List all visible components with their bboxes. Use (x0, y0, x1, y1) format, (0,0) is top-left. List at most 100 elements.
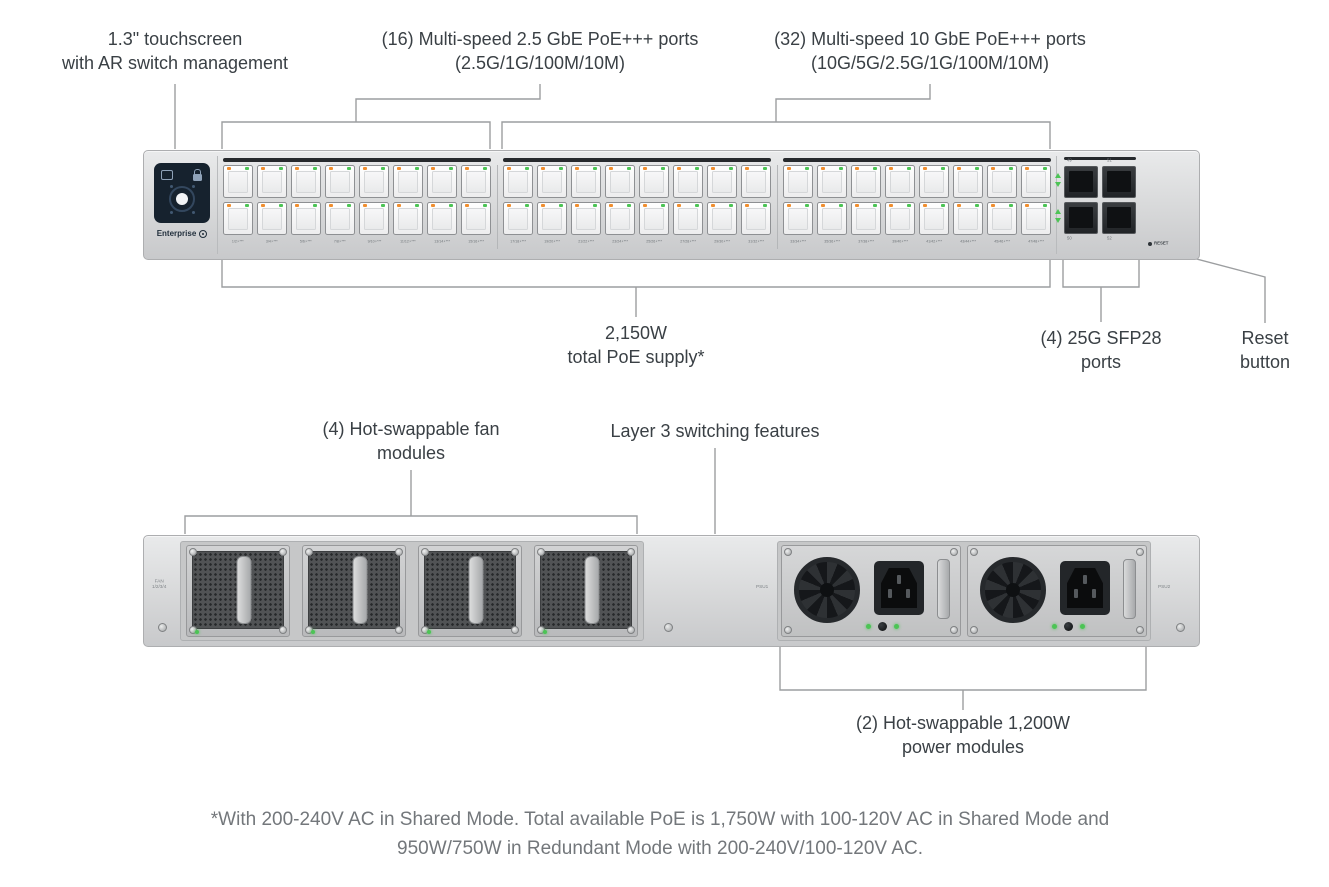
screw-icon (1136, 548, 1144, 556)
ubiquiti-logo-icon (199, 229, 208, 238)
callout-power-modules: (2) Hot-swappable 1,200W power modules (855, 713, 1071, 757)
inlet-pin-icon (1092, 589, 1096, 598)
port-inner (644, 208, 664, 230)
fan-handle (584, 556, 600, 624)
port-label: 15/16⚡*** (468, 240, 484, 244)
sfp-port-number: 50 (1067, 236, 1072, 242)
psu-status-led (894, 624, 899, 629)
port-column: 7/8⚡*** (325, 165, 355, 246)
rj45-port (325, 165, 355, 198)
port-inner (508, 171, 528, 193)
port-inner (822, 171, 842, 193)
rj45-port (919, 165, 949, 198)
port-column: 31/32⚡*** (741, 165, 771, 246)
callout-line-reset (1169, 251, 1266, 323)
sfp-port-number: 51 (1107, 158, 1112, 164)
sfp-cage (1064, 202, 1098, 234)
psu-fan-icon (794, 557, 860, 623)
psu-status-led (866, 624, 871, 629)
psu2-label: PSU2 (1158, 584, 1171, 590)
rj45-port (1021, 165, 1051, 198)
port-inner (330, 208, 350, 230)
port-inner (890, 171, 910, 193)
rj45-port (639, 202, 669, 235)
port-label: 43/44⚡*** (960, 240, 976, 244)
callout-fan-modules: (4) Hot-swappable fan modules (322, 419, 500, 463)
rj45-port (503, 202, 533, 235)
psu-indicators (1052, 622, 1085, 631)
brand-text: Enterprise (156, 229, 197, 238)
link-led-down-icon (1055, 218, 1061, 223)
rj45-port (885, 202, 915, 235)
port-column: 27/28⚡*** (673, 165, 703, 246)
rj45-port (393, 165, 423, 198)
port-inner (262, 171, 282, 193)
sfp-port-number: 49 (1067, 158, 1072, 164)
port-label: 47/48⚡*** (1028, 240, 1044, 244)
port-inner (924, 171, 944, 193)
callout-sfp28-ports: (4) 25G SFP28 ports (1040, 328, 1162, 372)
port-inner (678, 171, 698, 193)
rj45-port (291, 202, 321, 235)
rj45-port (537, 202, 567, 235)
screw-icon (395, 626, 403, 634)
fan-status-led (311, 630, 315, 634)
port-label: 45/46⚡*** (994, 240, 1010, 244)
port-inner (746, 171, 766, 193)
rj45-port (741, 165, 771, 198)
port-inner (576, 171, 596, 193)
port-inner (1026, 171, 1046, 193)
callout-2-5gbe-ports: (16) Multi-speed 2.5 GbE PoE+++ ports (2… (381, 29, 699, 73)
port-inner (364, 208, 384, 230)
port-inner (856, 171, 876, 193)
power-inlet-icon (1060, 561, 1110, 615)
port-inner (644, 171, 664, 193)
port-label: 39/40⚡*** (892, 240, 908, 244)
screen-dot-icon (192, 211, 195, 214)
port-inner (856, 208, 876, 230)
sfp-cage (1102, 202, 1136, 234)
fan-module (186, 545, 290, 637)
port-inner (610, 171, 630, 193)
screw-icon (305, 548, 313, 556)
lock-icon (193, 169, 202, 181)
port-column: 1/2⚡*** (223, 165, 253, 246)
fan-module (302, 545, 406, 637)
port-label: 3/4⚡*** (266, 240, 278, 244)
port-inner (330, 171, 350, 193)
vent-strip (1064, 157, 1136, 160)
screw-icon (395, 548, 403, 556)
port-inner (364, 171, 384, 193)
rj45-port (987, 165, 1017, 198)
psu-fan-icon (980, 557, 1046, 623)
psu-status-led (1080, 624, 1085, 629)
port-inner (508, 208, 528, 230)
rj45-port (783, 165, 813, 198)
rj45-port (257, 165, 287, 198)
callout-stem-10gbe (775, 84, 931, 122)
port-inner (398, 208, 418, 230)
port-group: 1/2⚡***3/4⚡***5/6⚡***7/8⚡***9/10⚡***11/1… (223, 165, 491, 246)
rj45-port (987, 202, 1017, 235)
port-inner (466, 171, 486, 193)
link-led-up-icon (1055, 173, 1061, 178)
vent-strip (503, 158, 771, 162)
port-label: 21/22⚡*** (578, 240, 594, 244)
screw-icon (511, 548, 519, 556)
inlet-pin-icon (897, 575, 901, 584)
rj45-port (359, 202, 389, 235)
port-group: 17/18⚡***19/20⚡***21/22⚡***23/24⚡***25/2… (496, 165, 771, 249)
port-column: 37/38⚡*** (851, 165, 881, 246)
port-column: 9/10⚡*** (359, 165, 389, 246)
fan-handle (236, 556, 252, 624)
port-inner (890, 208, 910, 230)
rj45-port (257, 202, 287, 235)
port-label: 29/30⚡*** (714, 240, 730, 244)
vent-strip (223, 158, 491, 162)
port-label: 11/12⚡*** (400, 240, 416, 244)
rj45-port (639, 165, 669, 198)
psu-status-led (1052, 624, 1057, 629)
inlet-pin-icon (1074, 589, 1078, 598)
